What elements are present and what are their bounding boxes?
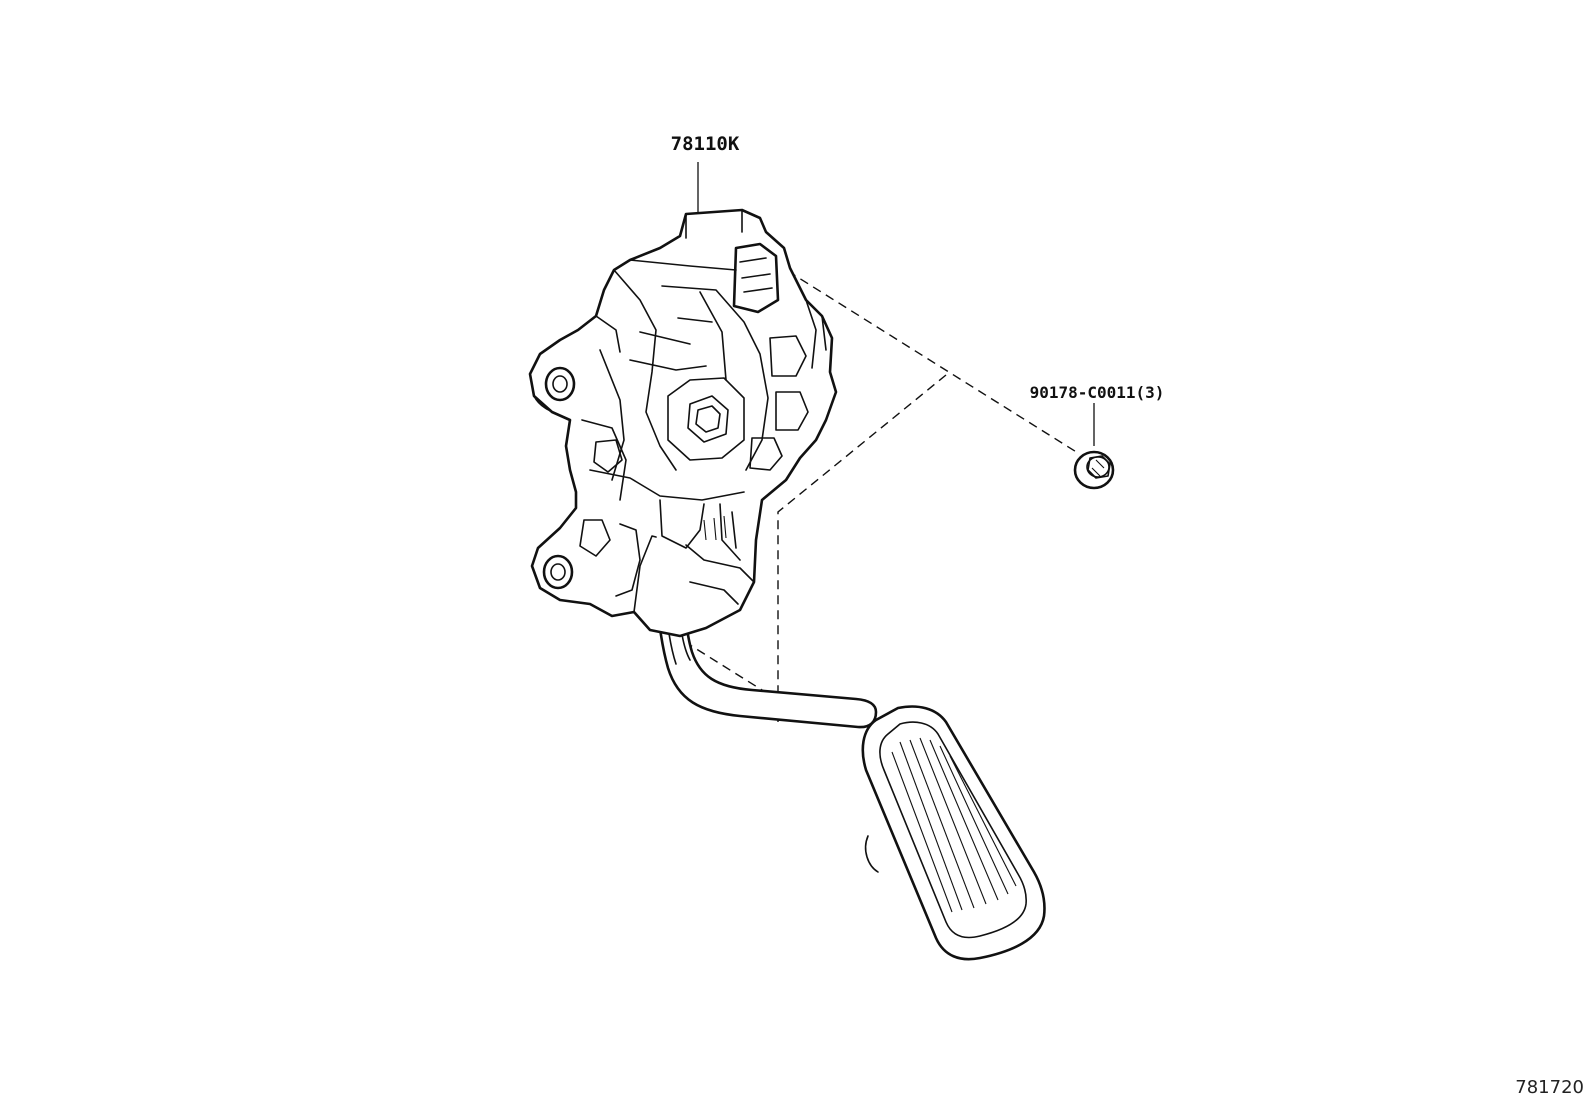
pedal-housing[interactable] bbox=[528, 208, 838, 638]
pedal-assembly-label[interactable]: 78110K bbox=[671, 133, 740, 155]
pedal-pad[interactable] bbox=[861, 705, 1046, 961]
bolt-callout[interactable]: 90178-C0011(3) bbox=[1030, 383, 1165, 446]
diagram-reference-number: 781720 bbox=[1515, 1077, 1584, 1098]
pedal-assembly-callout[interactable]: 78110K bbox=[671, 133, 740, 213]
flange-bolt-icon[interactable] bbox=[1073, 450, 1115, 490]
bolt-label[interactable]: 90178-C0011(3) bbox=[1030, 383, 1165, 402]
